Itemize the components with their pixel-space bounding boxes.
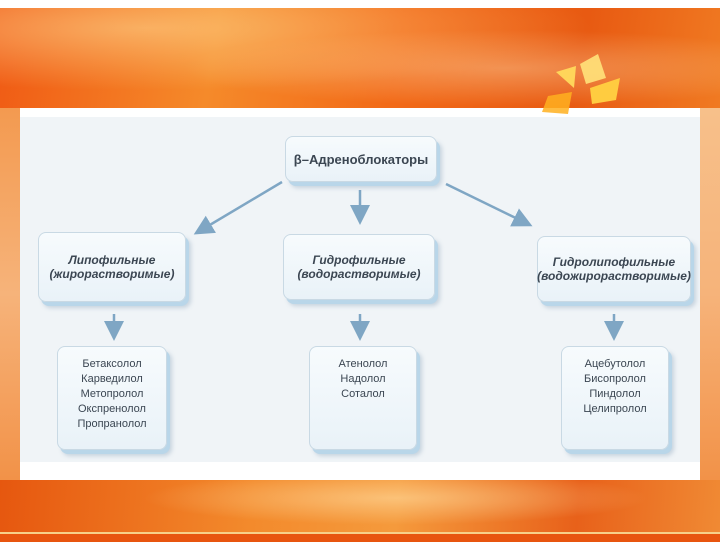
decorative-right-band: [700, 108, 720, 480]
group-subtitle: (водожирорастворимые): [537, 269, 691, 283]
drug-item: Бисопролол: [584, 373, 646, 385]
drug-item: Метопролол: [80, 388, 144, 400]
root-node: β–Адреноблокаторы: [285, 136, 437, 182]
drug-item: Окспренолол: [78, 403, 146, 415]
drug-list-hydrophilic: Атенолол Надолол Соталол: [309, 346, 417, 450]
drug-item: Целипролол: [583, 403, 647, 415]
group-title: Гидрофильные: [312, 253, 406, 267]
drug-item: Бетаксолол: [82, 358, 142, 370]
group-node-lipophilic: Липофильные (жирорастворимые): [38, 232, 186, 302]
drug-item: Карведилол: [81, 373, 143, 385]
group-node-hydrolipophilic: Гидролипофильные (водожирорастворимые): [537, 236, 691, 302]
drug-list-lipophilic: Бетаксолол Карведилол Метопролол Окспрен…: [57, 346, 167, 450]
footer-line: [0, 532, 720, 542]
group-subtitle: (водорастворимые): [297, 267, 421, 281]
drug-item: Соталол: [341, 388, 385, 400]
drug-item: Надолол: [340, 373, 386, 385]
group-subtitle: (жирорастворимые): [49, 267, 175, 281]
group-title: Гидролипофильные: [552, 255, 676, 269]
group-title: Липофильные: [68, 253, 156, 267]
drug-item: Пиндолол: [589, 388, 641, 400]
drug-item: Ацебутолол: [584, 358, 646, 370]
drug-item: Пропранолол: [77, 418, 147, 430]
group-node-hydrophilic: Гидрофильные (водорастворимые): [283, 234, 435, 300]
decorative-star-logo: [542, 54, 620, 114]
drug-item: Атенолол: [338, 358, 388, 370]
decorative-left-band: [0, 108, 20, 480]
root-node-label: β–Адреноблокаторы: [293, 151, 429, 167]
decorative-footer-band: [0, 480, 720, 540]
drug-list-hydrolipophilic: Ацебутолол Бисопролол Пиндолол Целипроло…: [561, 346, 669, 450]
top-margin: [0, 0, 720, 8]
